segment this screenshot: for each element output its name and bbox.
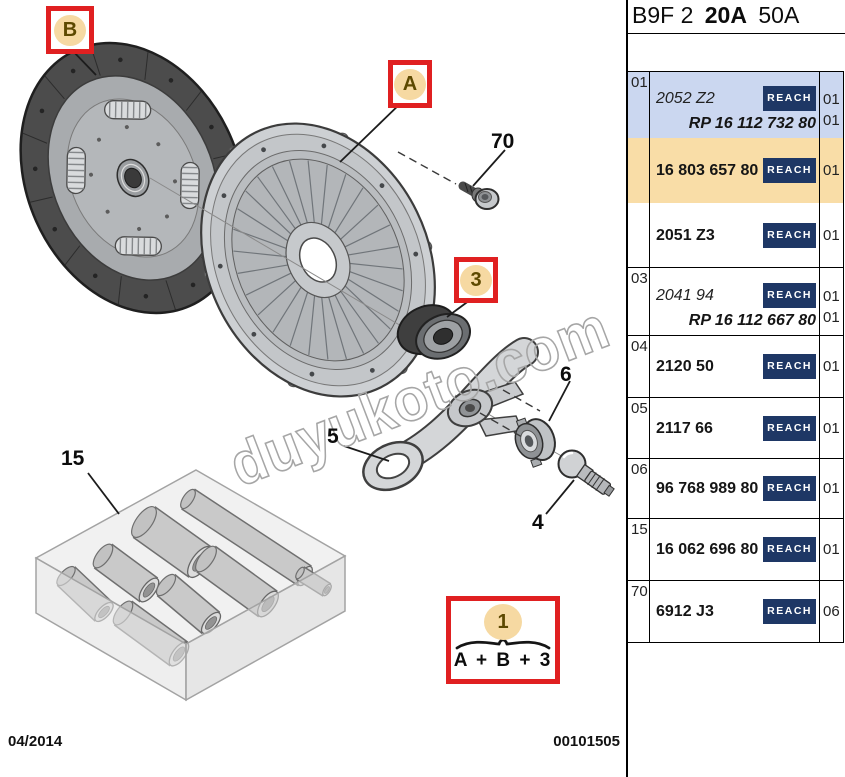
qty: 01: [823, 287, 840, 305]
table-row-06[interactable]: 06 96 768 989 80 REACH 01: [628, 459, 843, 519]
qty: 01: [823, 226, 840, 244]
ref-cell: 03: [628, 268, 650, 335]
label-70[interactable]: 70: [491, 130, 515, 153]
ref-cell: 15: [628, 519, 650, 580]
kit-formula: A + B + 3: [453, 650, 553, 671]
qty: 01: [823, 358, 840, 375]
reach-badge[interactable]: REACH: [763, 282, 816, 308]
release-bearing-art: [396, 304, 471, 360]
reach-badge[interactable]: REACH: [763, 86, 816, 111]
label-6[interactable]: 6: [560, 363, 572, 386]
ref-cell: 04: [628, 336, 650, 397]
qty: 01: [823, 308, 840, 326]
replacement-part-number: RP 16 112 732 80: [688, 115, 816, 132]
table-row-15[interactable]: 15 16 062 696 80 REACH 01: [628, 519, 843, 581]
reach-badge[interactable]: REACH: [763, 415, 816, 441]
qty: 06: [823, 603, 840, 620]
reach-badge[interactable]: REACH: [763, 476, 816, 501]
ref-cell: 01: [628, 72, 650, 138]
pivot-cap-art: [514, 417, 556, 468]
ball-stud-art: [557, 449, 615, 497]
pressure-plate-art: [200, 122, 436, 398]
qty: 01: [823, 112, 840, 129]
callout-3-label: 3: [460, 264, 492, 296]
ref-cell: 05: [628, 398, 650, 458]
dashed-lines: [397, 151, 541, 438]
catalog-code: B9F 2 20A 50A: [632, 2, 799, 29]
parts-table: 01 2052 Z2 REACH RP 16 112 732 80 01 01: [628, 71, 844, 643]
qty: 01: [823, 541, 840, 558]
kit-number: 1: [484, 604, 522, 640]
ref-cell: [628, 138, 650, 203]
diagram-panel: duyukoto.com B A 3 1 A + B + 3 70 5 6 4 …: [8, 6, 620, 750]
table-row-70[interactable]: 70 6912 J3 REACH 06: [628, 581, 843, 643]
ref-cell: [628, 203, 650, 267]
part-number: 96 768 989 80: [656, 480, 759, 497]
table-row-01-main[interactable]: 01 2052 Z2 REACH RP 16 112 732 80 01 01: [628, 72, 843, 138]
toolkit-box-art: [34, 469, 347, 702]
part-number: 6912 J3: [656, 603, 714, 620]
part-number: 2051 Z3: [656, 226, 715, 244]
qty: 01: [823, 480, 840, 497]
document-number: 00101505: [553, 733, 620, 750]
parts-table-panel: B9F 2 20A 50A 01 2052 Z2 REACH RP 16 112…: [628, 0, 845, 777]
panel-divider: [626, 0, 628, 777]
qty: 01: [823, 419, 840, 437]
ref-cell: 70: [628, 581, 650, 642]
table-row-01-alt2[interactable]: 2051 Z3 REACH 01: [628, 203, 843, 268]
callout-a-label: A: [394, 68, 426, 100]
replacement-part-number: RP 16 112 667 80: [688, 311, 816, 329]
reach-badge[interactable]: REACH: [763, 158, 816, 183]
callout-b-label: B: [54, 14, 86, 46]
screw-art: [458, 181, 500, 210]
table-row-04[interactable]: 04 2120 50 REACH 01: [628, 336, 843, 398]
part-number: 2041 94: [656, 286, 714, 304]
qty: 01: [823, 162, 840, 179]
reach-badge[interactable]: REACH: [763, 599, 816, 624]
callout-3[interactable]: 3: [454, 257, 498, 303]
axis-line: [149, 177, 409, 331]
reach-badge[interactable]: REACH: [763, 222, 816, 248]
catalog-code-suffix: 50A: [758, 2, 800, 28]
catalog-code-bold: 20A: [704, 2, 747, 28]
part-number: 2117 66: [656, 419, 713, 437]
catalog-date: 04/2014: [8, 733, 63, 750]
callout-b[interactable]: B: [46, 6, 94, 54]
clutch-exploded-diagram: duyukoto.com: [19, 41, 619, 702]
label-4[interactable]: 4: [532, 511, 544, 534]
release-fork-art: [362, 337, 539, 492]
clutch-disc-art: [19, 41, 247, 315]
table-row-01-alt1[interactable]: 16 803 657 80 REACH 01: [628, 138, 843, 203]
table-row-03[interactable]: 03 2041 94 REACH RP 16 112 667 80 01 01: [628, 268, 843, 336]
label-5[interactable]: 5: [327, 425, 339, 448]
reach-badge[interactable]: REACH: [763, 537, 816, 562]
part-number: 16 803 657 80: [656, 162, 759, 179]
header-rule: [628, 33, 845, 34]
part-number: 2120 50: [656, 358, 714, 375]
part-number: 2052 Z2: [656, 90, 715, 107]
label-15[interactable]: 15: [61, 447, 85, 470]
ref-cell: 06: [628, 459, 650, 518]
callout-a[interactable]: A: [388, 60, 432, 108]
callout-kit-formula[interactable]: 1 A + B + 3: [446, 596, 560, 684]
catalog-code-prefix: B9F 2: [632, 2, 694, 28]
table-row-05[interactable]: 05 2117 66 REACH 01: [628, 398, 843, 459]
reach-badge[interactable]: REACH: [763, 354, 816, 379]
qty: 01: [823, 91, 840, 108]
part-number: 16 062 696 80: [656, 541, 759, 558]
